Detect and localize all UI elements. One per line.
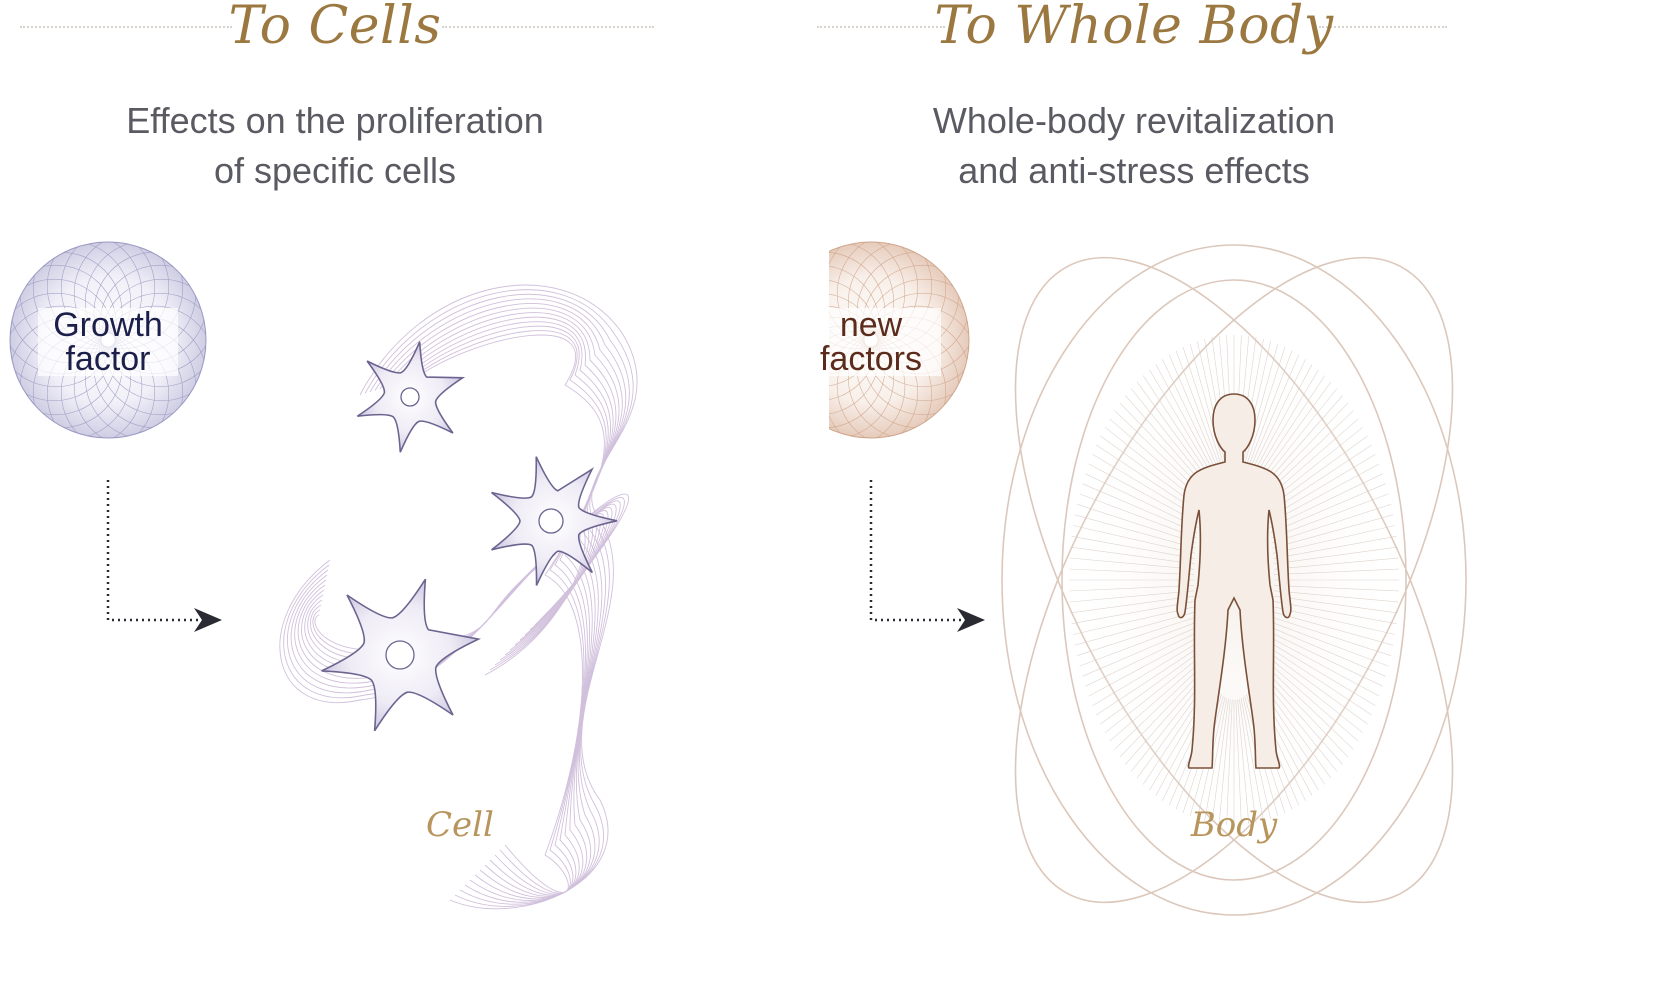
cell-shape-3 <box>321 578 481 732</box>
header-rule-right <box>442 26 654 28</box>
header-rule-right <box>1319 26 1447 28</box>
section-subtitle: Whole-body revitalization and anti-stres… <box>829 96 1439 196</box>
arrow-icon <box>106 480 222 632</box>
cell-shape-2 <box>491 456 618 586</box>
panel-to-whole-body: To Whole Body Whole-body revitalization … <box>801 0 1659 1004</box>
section-title: To Cells <box>228 0 442 56</box>
cells-illustration: Growth factor Cell <box>0 220 829 1004</box>
new-factors-label-line-2: factors <box>801 342 941 376</box>
header-rule-left <box>20 26 232 28</box>
subtitle-line-1: Effects on the proliferation <box>126 100 544 141</box>
growth-factor-label: Growth factor <box>38 308 178 376</box>
subtitle-line-1: Whole-body revitalization <box>932 100 1336 141</box>
section-header-cells: To Cells <box>0 0 829 60</box>
growth-factor-label-line-2: factor <box>38 342 178 376</box>
section-header-body: To Whole Body <box>817 0 1659 60</box>
growth-factor-label-line-1: Growth <box>38 308 178 342</box>
new-factors-label-line-1: new <box>801 308 941 342</box>
panel-to-cells: To Cells Effects on the proliferation of… <box>0 0 829 1004</box>
body-caption: Body <box>1190 805 1278 845</box>
cell-caption: Cell <box>426 805 494 845</box>
cell-shape-1 <box>356 341 466 453</box>
human-body-icon <box>1176 393 1292 769</box>
section-subtitle: Effects on the proliferation of specific… <box>0 96 670 196</box>
body-svg <box>829 241 1467 916</box>
arrow-icon <box>869 480 985 632</box>
subtitle-line-2: of specific cells <box>213 150 457 191</box>
header-rule-left <box>817 26 945 28</box>
body-illustration: new factors Body <box>801 220 1658 1004</box>
new-factors-label: new factors <box>801 308 941 376</box>
subtitle-line-2: and anti-stress effects <box>958 150 1310 191</box>
section-title: To Whole Body <box>934 0 1334 56</box>
